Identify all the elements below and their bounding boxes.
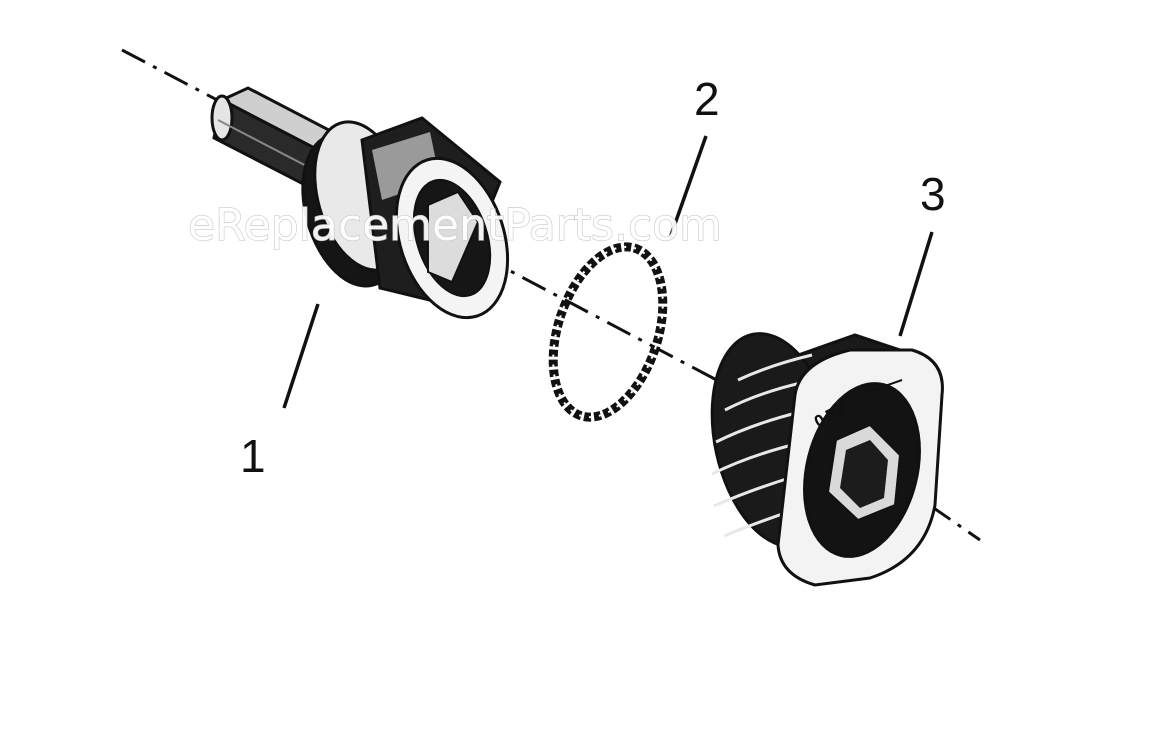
o-ring-part [548, 242, 668, 422]
callout-2: 2 [694, 73, 720, 125]
off-indicator-arrow [867, 379, 903, 393]
stem-adapter-part [210, 86, 510, 320]
hex-shaft [210, 86, 352, 193]
body-cylinder [360, 116, 510, 320]
callout-3: 3 [920, 168, 946, 220]
bonnet-nut-part: OFF [710, 332, 944, 587]
leader-lines [282, 135, 934, 409]
callout-1: 1 [240, 430, 266, 482]
hex-face: OFF [776, 348, 944, 587]
watermark: eReplacementParts.com [188, 200, 722, 251]
thread-lines [711, 353, 813, 538]
